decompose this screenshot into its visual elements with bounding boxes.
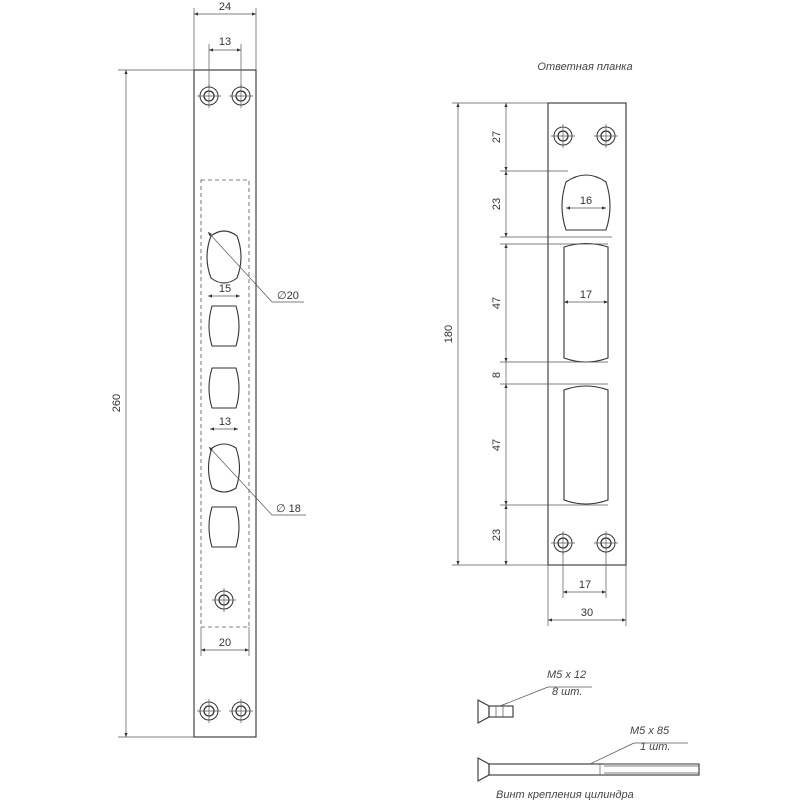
plate2-seg47-bottom-dim: 47 [491,439,503,451]
plate2-height-dim: 180 [443,325,455,343]
plate1-slot13-dim: 13 [219,416,231,428]
counter-strike-plate: Ответная планка 180 [443,61,633,626]
long-strike-plate: 24 13 260 ∅20 15 13 ∅ 18 20 [111,1,306,738]
counter-plate-title: Ответная планка [537,61,632,73]
plate2-seg23-top-dim: 23 [491,198,503,210]
plate1-width-dim: 24 [219,1,231,13]
plate2-seg8-dim: 8 [491,372,503,378]
plate2-width-dim: 30 [581,607,593,619]
plate2-slot16-dim: 16 [580,195,592,207]
plate2-top-holes [551,124,618,148]
plate1-slot15-dim: 15 [219,283,231,295]
plate2-bottom-holes [551,531,618,555]
plate2-slots [561,174,611,505]
plate1-top-holes [197,84,253,108]
long-screw-qty: 1 шт. [640,741,670,753]
plate1-dia18-dim: ∅ 18 [276,503,301,515]
plate2-holes-spacing-dim: 17 [579,579,591,591]
plate2-outline [547,102,627,566]
plate1-dashed-area [200,179,250,628]
plate1-middle-hole [212,588,236,612]
plate1-length-dim: 260 [111,394,123,412]
short-screw: M5 x 12 8 шт. [477,669,592,724]
long-screw-size: M5 x 85 [630,725,670,737]
plate1-dashed-width-dim: 20 [219,637,231,649]
plate2-seg47-top-dim: 47 [491,297,503,309]
plate1-dia20-dim: ∅20 [277,290,299,302]
plate2-seg23-bottom-dim: 23 [491,529,503,541]
plate1-holes-spacing-dim: 13 [219,36,231,48]
short-screw-size: M5 x 12 [547,669,586,681]
plate2-seg27-dim: 27 [491,131,503,143]
plate1-bottom-holes [197,699,253,723]
short-screw-qty: 8 шт. [552,686,582,698]
cylinder-screw-caption: Винт крепления цилиндра [496,789,634,800]
long-screw: M5 x 85 1 шт. Винт крепления цилиндра [477,725,700,800]
plate1-outline [193,69,257,738]
plate1-bolt-holes [206,230,242,548]
plate2-slot17-dim: 17 [580,289,592,301]
